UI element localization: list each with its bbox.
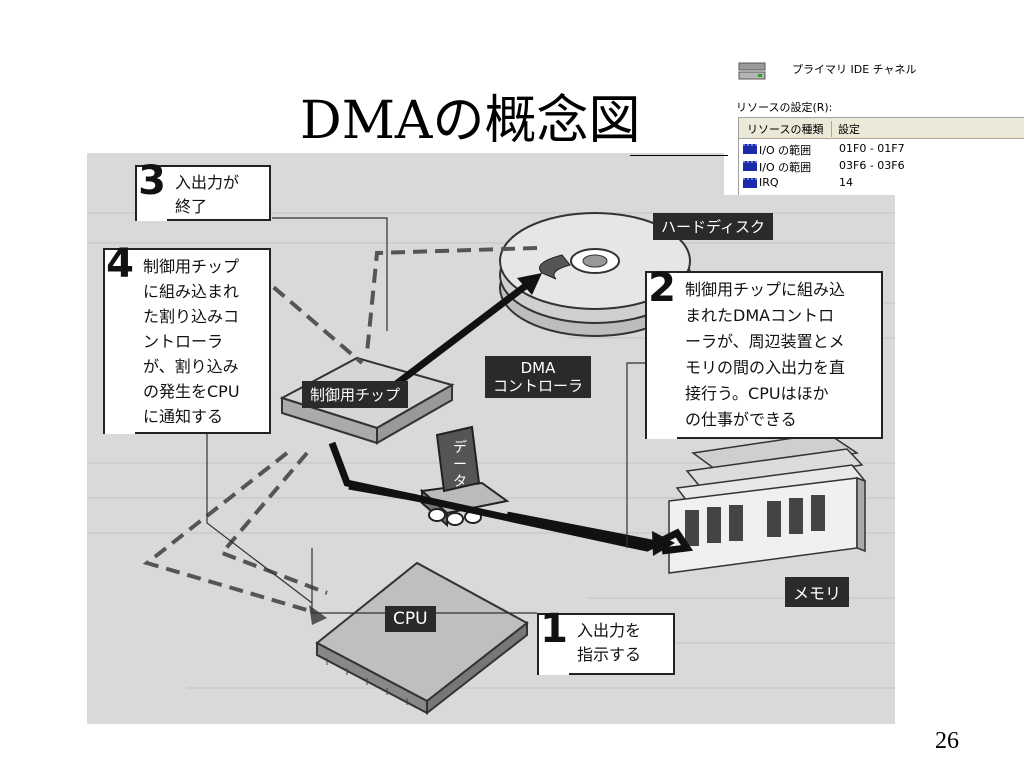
ide-channel-dialog: プライマリ IDE チャネル リソースの設定(R): リソースの種類 設定 I/… — [724, 55, 1024, 195]
resource-table-header: リソースの種類 設定 — [739, 118, 1024, 139]
io-chip-icon — [743, 144, 757, 154]
dma-diagram: 3 入出力が 終了 4 制御用チップ に組み込まれ た割り込みコ ントローラ が… — [87, 153, 895, 724]
irq-chip-icon — [743, 178, 757, 188]
step-1-box: 1 入出力を 指示する — [537, 609, 675, 675]
hard-disk-label: ハードディスク — [653, 213, 773, 240]
step-4-box: 4 制御用チップ に組み込まれ た割り込みコ ントローラ が、割り込み の発生を… — [103, 244, 271, 434]
cpu-label: CPU — [385, 606, 436, 632]
page-number: 26 — [935, 728, 959, 754]
arrow-head-to-disk — [517, 273, 542, 295]
step-3-box: 3 入出力が 終了 — [135, 161, 271, 221]
title-rule — [630, 155, 728, 156]
hard-disk-icon — [499, 212, 691, 337]
row-setting: 14 — [839, 176, 853, 189]
step-1-number: 1 — [539, 609, 569, 675]
step-3-number: 3 — [137, 161, 167, 221]
step-4-number: 4 — [105, 244, 135, 434]
row-type: I/O の範囲 — [759, 161, 812, 174]
column-setting[interactable]: 設定 — [831, 121, 860, 137]
step-1-text: 入出力を 指示する — [577, 621, 642, 664]
row-setting: 03F6 - 03F6 — [839, 159, 905, 172]
cpu-icon — [315, 561, 529, 716]
memory-label: メモリ — [785, 577, 850, 607]
step-2-number: 2 — [647, 268, 677, 439]
step-4-text: 制御用チップ に組み込まれ た割り込みコ ントローラ が、割り込み の発生をCP… — [143, 257, 240, 426]
resources-label: リソースの設定(R): — [736, 101, 833, 114]
step-2-text: 制御用チップに組み込 まれたDMAコントロ ーラが、周辺装置とメ モリの間の入出… — [685, 280, 846, 429]
resource-table[interactable]: リソースの種類 設定 I/O の範囲 01F0 - 01F7 I/O の範囲 0… — [738, 117, 1024, 195]
ide-controller-icon — [738, 59, 768, 83]
column-resource-type[interactable]: リソースの種類 — [747, 123, 824, 136]
io-chip-icon — [743, 161, 757, 171]
slide-title: DMAの概念図 — [300, 91, 641, 151]
dashed-arrow-head-to-cpu — [309, 605, 327, 625]
table-row[interactable]: I/O の範囲 03F6 - 03F6 — [743, 159, 905, 175]
dma-controller-label: DMA コントローラ — [485, 356, 592, 398]
memory-icon — [668, 432, 867, 574]
arrow-head-to-memory — [652, 531, 675, 556]
diagram-artwork — [87, 212, 895, 716]
control-chip-label: 制御用チップ — [302, 381, 409, 408]
data-label: データ — [453, 440, 467, 490]
leader-lines — [206, 217, 645, 614]
interrupt-dashed-arrows — [142, 246, 538, 615]
table-row[interactable]: I/O の範囲 01F0 - 01F7 — [743, 142, 905, 158]
channel-name: プライマリ IDE チャネル — [792, 63, 917, 76]
row-type: I/O の範囲 — [759, 144, 812, 157]
row-type: IRQ — [759, 176, 779, 189]
row-setting: 01F0 - 01F7 — [839, 142, 905, 155]
step-3-text: 入出力が 終了 — [175, 173, 240, 216]
table-row[interactable]: IRQ 14 — [743, 176, 853, 192]
step-2-box: 2 制御用チップに組み込 まれたDMAコントロ ーラが、周辺装置とメ モリの間の… — [645, 268, 883, 439]
